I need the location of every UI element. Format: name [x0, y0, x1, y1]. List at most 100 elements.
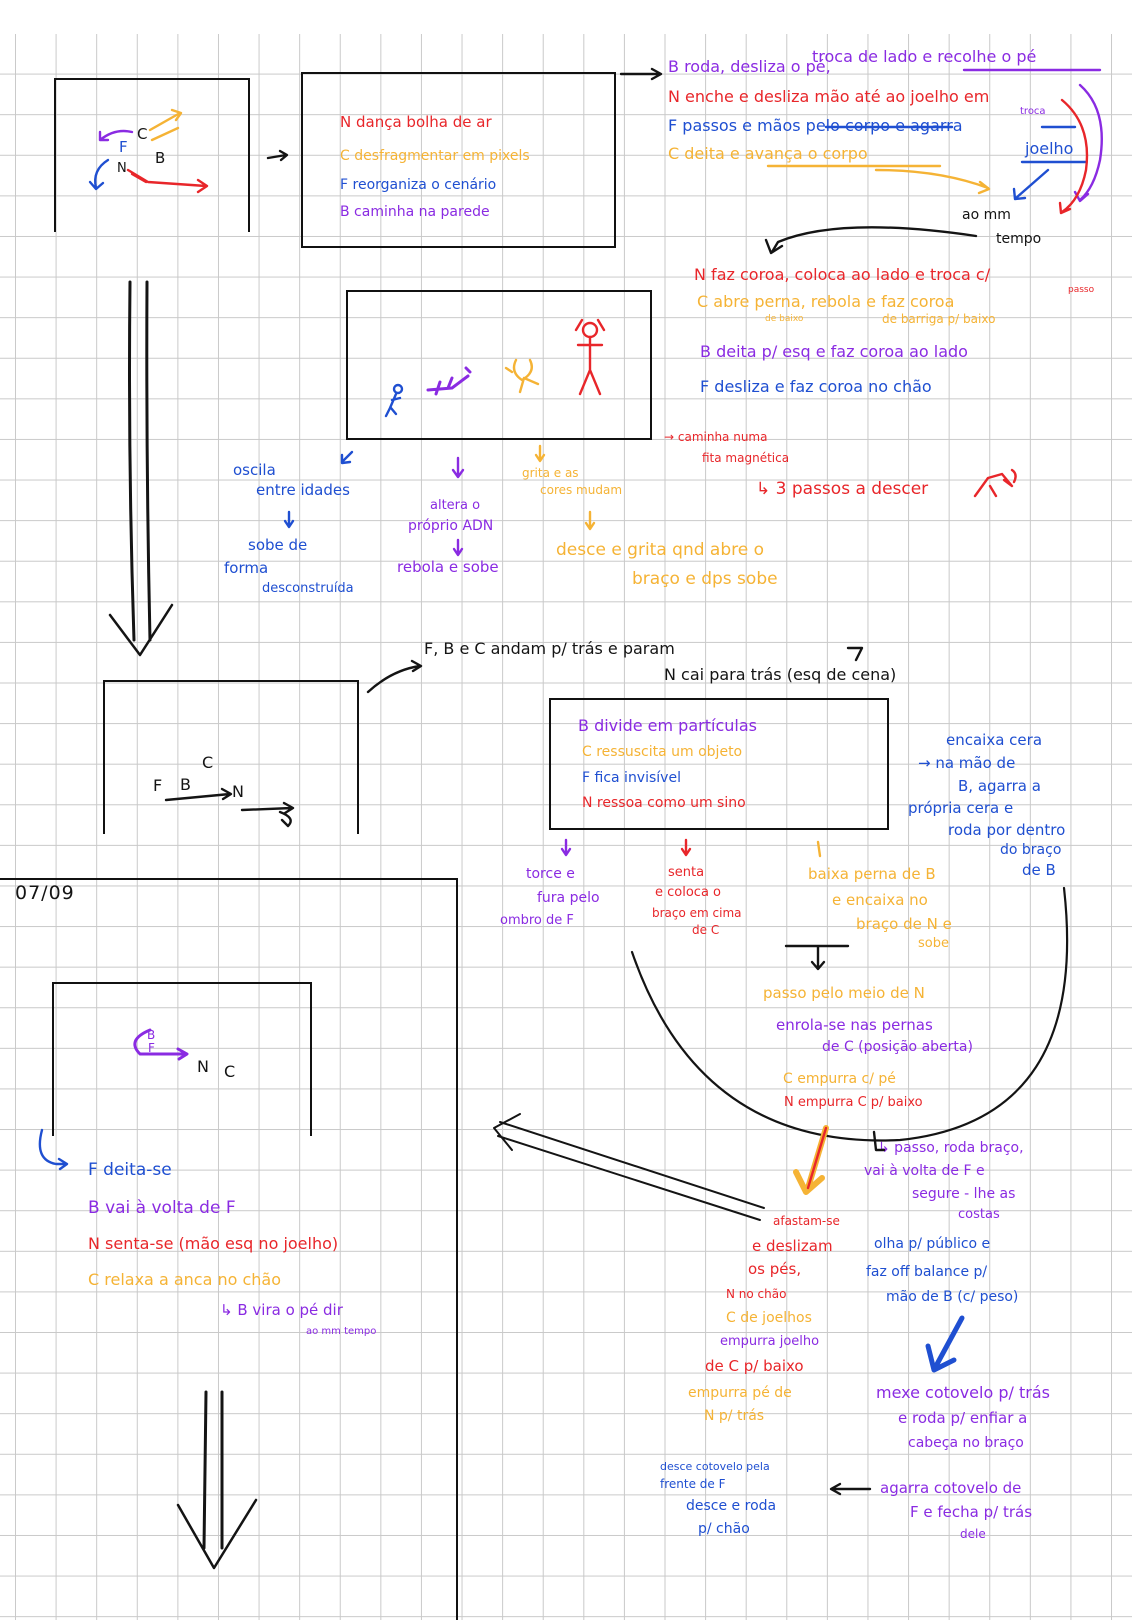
arrow-right: [266, 149, 289, 162]
note-line: e encaixa no: [832, 891, 928, 909]
note-line: e deslizam: [752, 1237, 833, 1255]
dancer-label-c: C: [224, 1062, 236, 1081]
note-line: ↳ 3 passos a descer: [756, 479, 929, 499]
arrow-f-diag: [1012, 168, 1050, 201]
note-line: C ressuscita um objeto: [582, 744, 743, 760]
note-line: grita e as: [522, 466, 579, 480]
note-line: do braço: [1000, 842, 1062, 858]
note-line: frente de F: [660, 1477, 726, 1491]
note-line: cabeça no braço: [908, 1435, 1024, 1451]
arrow-black-curve: [764, 226, 978, 255]
note-line: de C: [692, 923, 720, 937]
dancer-label-n: N: [232, 782, 244, 801]
note-line: N senta-se (mão esq no joelho): [88, 1234, 339, 1253]
arrow-down: [560, 838, 572, 857]
note-line: C de joelhos: [726, 1310, 812, 1326]
note-line: baixa perna de B: [808, 865, 936, 883]
note-line: C relaxa a anca no chão: [88, 1270, 282, 1289]
note-line: braço em cima: [652, 906, 742, 920]
note-line: → caminha numa: [664, 430, 768, 444]
note-line: B, agarra a: [958, 777, 1041, 795]
stage-box-1: [54, 78, 250, 232]
bracket-right: [846, 646, 864, 662]
note-line: de C (posição aberta): [822, 1039, 973, 1055]
note-line: senta: [668, 865, 705, 880]
note-line: faz off balance p/: [866, 1264, 988, 1280]
arrow-left: [829, 1482, 872, 1496]
note-line: F passos e mãos pelo corpo e agarra: [668, 116, 963, 135]
note-line: altera o: [430, 498, 481, 513]
arrow-down: [452, 538, 464, 557]
big-down-arrow: [128, 280, 152, 642]
note-line: encaixa cera: [946, 731, 1043, 749]
arrow-right: [619, 67, 663, 81]
dancer-label-n: N: [197, 1057, 209, 1076]
note-line: C empurra c/ pé: [783, 1071, 896, 1087]
note-line: de B: [1022, 861, 1056, 879]
scene3-notes-box: [549, 698, 889, 830]
note-line: ombro de F: [500, 913, 574, 928]
arrow-right: [366, 659, 423, 694]
note-line: N dança bolha de ar: [340, 113, 492, 131]
arrow-down: [680, 838, 692, 857]
note-line: braço e dps sobe: [632, 569, 778, 589]
note-line: costas: [958, 1207, 1000, 1222]
note-line: mexe cotovelo p/ trás: [876, 1383, 1050, 1402]
thick-blue-arrow: [925, 1315, 965, 1373]
t-arrow: [784, 944, 850, 971]
note-line: F e fecha p/ trás: [910, 1503, 1033, 1521]
note-line: N enche e desliza mão até ao joelho em: [668, 87, 990, 106]
note-line: F fica invisível: [582, 770, 681, 786]
note-line: B caminha na parede: [340, 204, 490, 220]
note-line: N p/ trás: [704, 1408, 765, 1424]
note-line: sobe de: [248, 536, 308, 554]
dancer-label-b: B: [180, 775, 191, 794]
note-line: segure - lhe as: [912, 1186, 1016, 1202]
note-line: desce e grita qnd abre o: [556, 540, 765, 560]
date-label: 07/09: [15, 882, 75, 904]
note-line: rebola e sobe: [397, 558, 499, 576]
note-line: afastam-se: [773, 1214, 840, 1228]
stage-box-3: [103, 680, 359, 834]
note-line: C desfragmentar em pixels: [340, 148, 530, 164]
stairs-icon: [973, 468, 1017, 498]
note-line: B divide em partículas: [578, 716, 757, 735]
page-top-margin: [0, 0, 1132, 34]
note-line: N empurra C p/ baixo: [784, 1095, 923, 1110]
note-line: olha p/ público e: [874, 1236, 991, 1252]
note-line: oscila: [233, 461, 276, 479]
note-line: própria cera e: [908, 799, 1014, 817]
dancer-label-f: F: [153, 776, 163, 795]
note-line: agarra cotovelo de: [880, 1479, 1022, 1497]
note-line: N no chão: [726, 1287, 787, 1301]
arrow-down: [816, 840, 822, 858]
note-line: ao mm: [962, 207, 1011, 223]
note-line: troca: [1020, 106, 1046, 117]
note-line: os pés,: [748, 1260, 802, 1278]
arrow-down: [340, 450, 354, 465]
arrow-down: [534, 444, 546, 463]
dancer-label-n: N: [117, 161, 127, 176]
note-line: F, B e C andam p/ trás e param: [424, 639, 675, 658]
arrow-down: [283, 510, 295, 529]
note-line: de barriga p/ baixo: [882, 312, 996, 326]
note-line: desce e roda: [686, 1498, 777, 1514]
dancer-label-c: C: [137, 125, 148, 143]
note-line: F desliza e faz coroa no chão: [700, 377, 932, 396]
note-line: desce cotovelo pela: [660, 1460, 770, 1473]
note-line: joelho: [1025, 139, 1074, 158]
stage-box-2: [346, 290, 652, 440]
dancer-label-c: C: [202, 753, 214, 772]
note-line: fura pelo: [537, 890, 600, 906]
arrow-down: [451, 456, 465, 479]
note-line: B vai à volta de F: [88, 1198, 236, 1218]
note-line: passo: [1068, 285, 1095, 295]
note-line: passo pelo meio de N: [763, 984, 925, 1002]
note-line: N faz coroa, coloca ao lado e troca c/: [694, 265, 991, 284]
arrow-c-curve: [874, 168, 991, 195]
note-line: e coloca o: [655, 885, 721, 900]
note-line: ao mm tempo: [306, 1326, 377, 1337]
note-line: forma: [224, 559, 269, 577]
note-line: C deita e avança o corpo: [668, 144, 868, 163]
date-section-frame: [0, 878, 458, 1620]
